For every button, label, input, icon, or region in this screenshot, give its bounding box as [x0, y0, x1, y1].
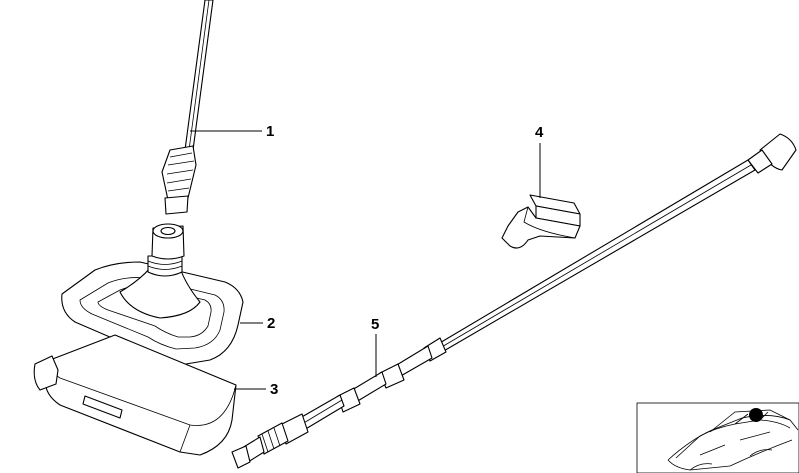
leader-lines — [190, 130, 541, 390]
vehicle-locator-inset[interactable] — [636, 402, 799, 473]
antenna-base[interactable] — [61, 223, 244, 366]
callout-2: 2 — [267, 315, 275, 332]
antenna-rod[interactable] — [161, 0, 214, 215]
antenna-cable[interactable] — [231, 133, 797, 469]
cable-clip[interactable] — [501, 194, 581, 249]
antenna-location-marker — [749, 408, 763, 422]
callout-1: 1 — [266, 123, 274, 140]
callout-5: 5 — [371, 316, 379, 333]
antenna-amplifier[interactable] — [33, 334, 237, 456]
callout-4: 4 — [535, 124, 544, 141]
callout-3: 3 — [270, 381, 278, 398]
